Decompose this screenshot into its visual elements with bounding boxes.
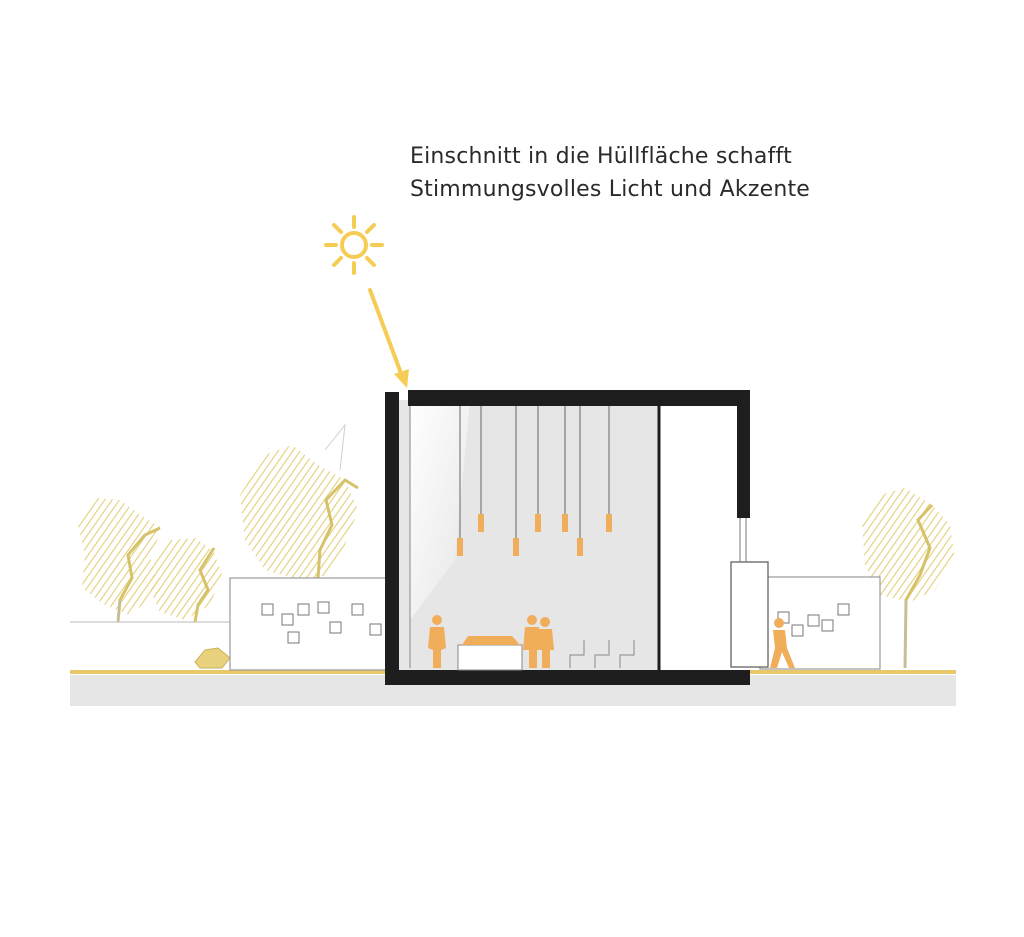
people — [428, 615, 795, 668]
light-arrow-icon — [368, 288, 409, 388]
wall-right — [737, 390, 750, 518]
interior-side-room — [660, 400, 740, 670]
person-walking — [770, 618, 795, 668]
neighbour-building-left — [229, 577, 387, 671]
roof — [408, 390, 750, 406]
bier-platform — [457, 644, 523, 671]
wall-left — [385, 392, 399, 685]
shrub-left — [194, 647, 231, 669]
person-left — [428, 615, 446, 668]
chairs — [569, 640, 635, 668]
entrance-door — [730, 561, 769, 668]
person-pair — [523, 615, 554, 668]
caption-line-2: Stimmungsvolles Licht und Akzente — [410, 177, 811, 202]
coffin — [462, 636, 520, 645]
floor-slab — [385, 670, 750, 685]
tree-left-large — [240, 423, 359, 580]
tree-right — [862, 488, 955, 669]
caption: Einschnitt in die Hüllfläche schafft Sti… — [410, 140, 810, 206]
caption-line-1: Einschnitt in die Hüllfläche schafft — [410, 144, 792, 169]
tree-left-small — [78, 498, 162, 623]
sun-icon — [324, 215, 384, 275]
pendant-lights — [457, 406, 612, 556]
tree-left-medium — [150, 538, 222, 623]
light-beam — [410, 400, 470, 620]
